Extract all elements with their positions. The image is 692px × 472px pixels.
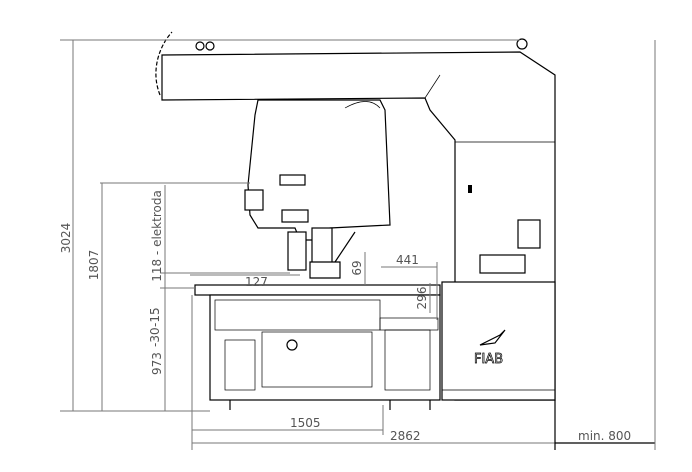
- dim-296: 296: [415, 287, 429, 310]
- dimension-lines: [60, 39, 656, 450]
- dim-2862: 2862: [390, 429, 421, 443]
- dim-973-value: 973: [150, 352, 164, 375]
- dim-973-tol-lower: -15: [148, 307, 162, 327]
- dim-118-elektroda: 118 - elektroda: [150, 190, 164, 282]
- dim-441: 441: [396, 253, 419, 267]
- dim-127: 127: [245, 275, 268, 289]
- dim-1807: 1807: [87, 250, 101, 281]
- dim-3024: 3024: [59, 223, 73, 254]
- fiab-logo: FIAB: [474, 329, 506, 367]
- dim-973: 973 -30 -15: [148, 307, 164, 375]
- dim-min-800: min. 800: [578, 429, 631, 443]
- logo-text: FIAB: [474, 352, 503, 367]
- dim-1505: 1505: [290, 416, 321, 430]
- welding-machine-side-view: FIAB: [155, 31, 556, 410]
- dim-973-tol-upper: -30: [148, 327, 162, 347]
- dim-69: 69: [350, 260, 364, 275]
